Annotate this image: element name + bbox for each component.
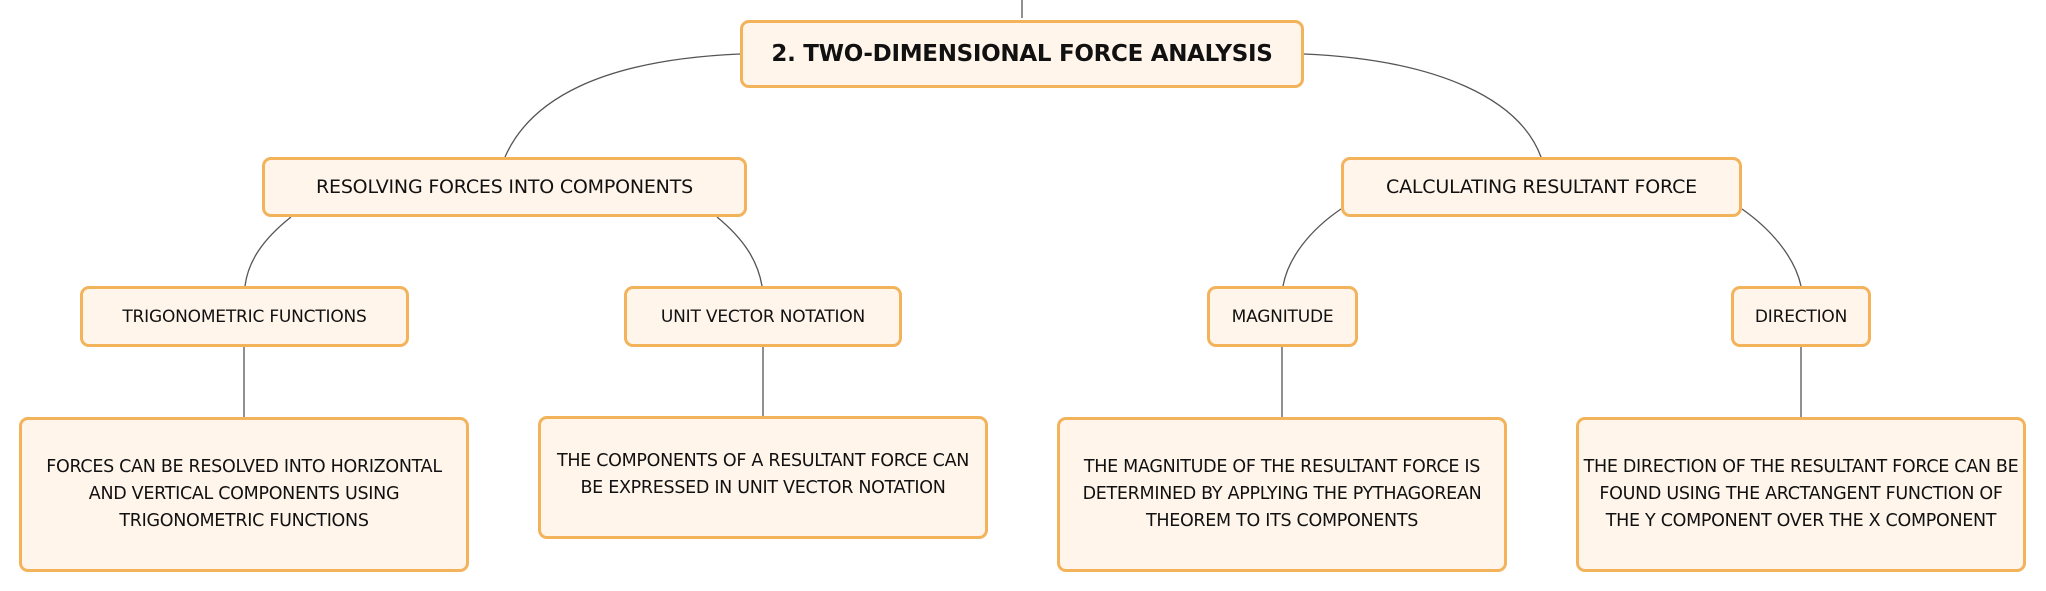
- node-magnitude[interactable]: MAGNITUDE: [1207, 286, 1358, 347]
- leaf-direction-detail[interactable]: THE DIRECTION OF THE RESULTANT FORCE CAN…: [1576, 417, 2026, 572]
- node-unit-vector-notation-label: UNIT VECTOR NOTATION: [660, 306, 866, 327]
- root-node[interactable]: 2. TWO-DIMENSIONAL FORCE ANALYSIS: [740, 20, 1304, 88]
- node-calculating-resultant[interactable]: CALCULATING RESULTANT FORCE: [1341, 157, 1742, 217]
- node-direction-label: DIRECTION: [1754, 306, 1848, 327]
- connector-calculating-to-direction: [1741, 208, 1802, 287]
- connector-root-to-calculating: [1303, 53, 1542, 158]
- leaf-direction-detail-text: THE DIRECTION OF THE RESULTANT FORCE CAN…: [1583, 457, 2019, 531]
- leaf-unit-vector-detail-text: THE COMPONENTS OF A RESULTANT FORCE CAN …: [556, 451, 970, 498]
- node-magnitude-label: MAGNITUDE: [1231, 306, 1334, 327]
- leaf-magnitude-detail[interactable]: THE MAGNITUDE OF THE RESULTANT FORCE IS …: [1057, 417, 1507, 572]
- connector-root-to-resolving: [504, 53, 741, 158]
- connector-calculating-to-magnitude: [1282, 208, 1342, 287]
- node-trigonometric-functions-label: TRIGONOMETRIC FUNCTIONS: [122, 306, 367, 327]
- node-calculating-resultant-label: CALCULATING RESULTANT FORCE: [1386, 176, 1697, 198]
- leaf-magnitude-detail-text: THE MAGNITUDE OF THE RESULTANT FORCE IS …: [1082, 457, 1482, 531]
- node-resolving-forces[interactable]: RESOLVING FORCES INTO COMPONENTS: [262, 157, 747, 217]
- node-unit-vector-notation[interactable]: UNIT VECTOR NOTATION: [624, 286, 902, 347]
- connector-resolving-to-trig: [244, 216, 292, 287]
- root-node-label: 2. TWO-DIMENSIONAL FORCE ANALYSIS: [771, 41, 1273, 67]
- node-trigonometric-functions[interactable]: TRIGONOMETRIC FUNCTIONS: [80, 286, 409, 347]
- node-direction[interactable]: DIRECTION: [1731, 286, 1871, 347]
- leaf-trigonometric-detail[interactable]: FORCES CAN BE RESOLVED INTO HORIZONTAL A…: [19, 417, 469, 572]
- node-resolving-forces-label: RESOLVING FORCES INTO COMPONENTS: [316, 176, 693, 198]
- leaf-unit-vector-detail[interactable]: THE COMPONENTS OF A RESULTANT FORCE CAN …: [538, 416, 988, 539]
- leaf-trigonometric-detail-text: FORCES CAN BE RESOLVED INTO HORIZONTAL A…: [46, 457, 442, 531]
- connector-resolving-to-unit: [716, 216, 763, 287]
